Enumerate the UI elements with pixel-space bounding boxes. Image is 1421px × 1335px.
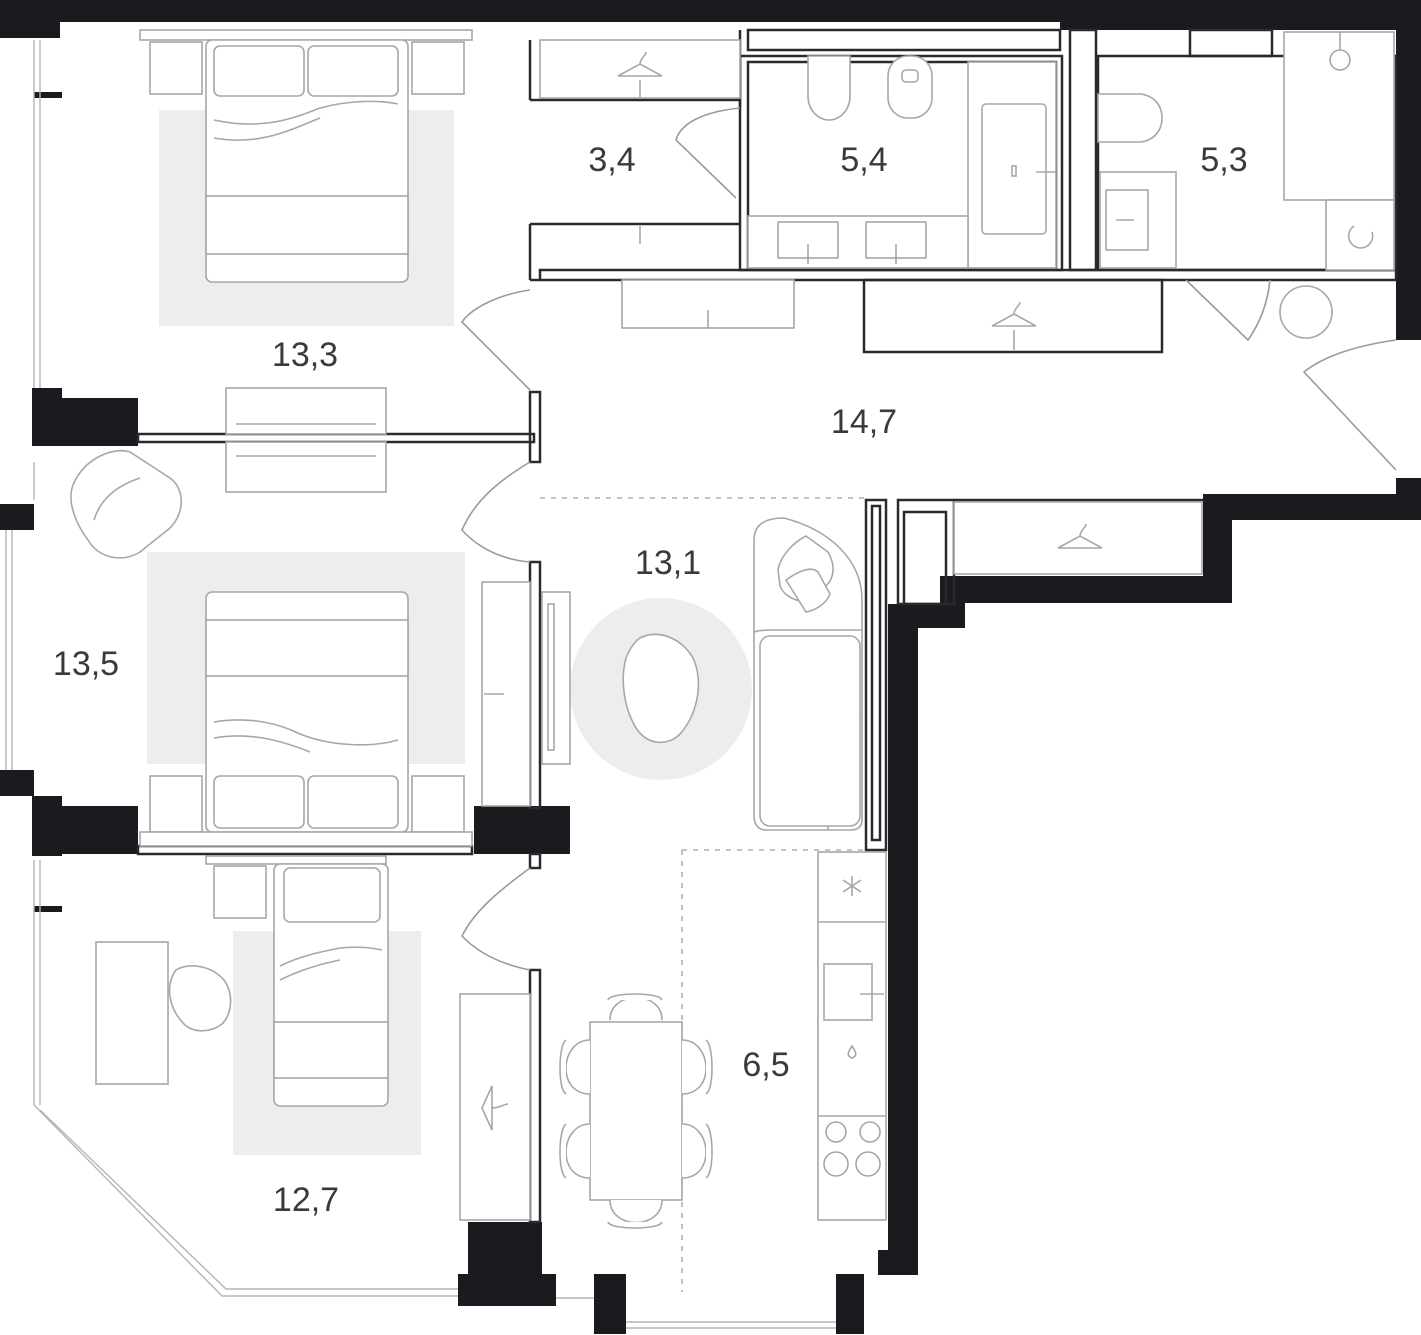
bed-3-foot: [273, 1021, 389, 1079]
desk-chair: [168, 965, 232, 1032]
nightstand-2a: [149, 775, 203, 833]
washing-machine: [1325, 199, 1395, 271]
bidet: [887, 55, 933, 119]
bedroom-1-furniture: [139, 29, 473, 493]
bedroom-3-furniture: [95, 855, 531, 1221]
dining-table: [589, 1021, 683, 1201]
hanger-icon: [1057, 523, 1103, 549]
dresser-2: [225, 441, 387, 493]
headboard-1: [139, 29, 473, 41]
wall-left-4b: [62, 806, 138, 854]
dresser-1: [225, 387, 387, 435]
hallway-furniture: [621, 279, 1203, 575]
bathroom-furniture: [747, 55, 1058, 269]
windows: [5, 40, 836, 1329]
nightstand-1a: [149, 41, 203, 95]
wall-mid-block: [474, 806, 570, 854]
wall-left-small-1: [34, 92, 62, 98]
wall-bottom-block-2: [594, 1274, 626, 1334]
kitchen-furniture: [817, 851, 887, 1221]
wall-left-1b: [62, 398, 138, 446]
wall-bottom-block-1b: [458, 1274, 556, 1306]
wardrobe-furniture: [539, 39, 741, 244]
nightstand-2b: [411, 775, 465, 833]
bed-1-foot: [205, 195, 409, 255]
toilet-wc: [1097, 93, 1163, 143]
outer-wall-right-top: [1396, 30, 1421, 340]
area-label-bedroom-2: 13,5: [53, 645, 119, 683]
wall-left-small-2: [34, 906, 62, 912]
door-entrance: [1302, 339, 1397, 471]
wall-bottom-block-3: [836, 1274, 864, 1334]
nightstand-1b: [411, 41, 465, 95]
door-bedroom-1: [460, 289, 531, 391]
hob-3: [823, 1151, 849, 1177]
bedroom-2-furniture: [70, 450, 531, 847]
door-wc: [1185, 279, 1271, 342]
hob-2: [859, 1121, 881, 1143]
door-wardrobe: [675, 107, 741, 199]
snowflake-icon: [842, 876, 862, 896]
area-labels: 13,3 3,4 5,4 5,3 14,7 13,1 13,5 6,5 12,7: [53, 141, 1248, 1219]
nightstand-3: [213, 865, 267, 919]
wc-furniture: [1097, 31, 1395, 339]
pillow-1b: [307, 45, 399, 97]
area-label-hallway: 14,7: [831, 403, 897, 441]
dining-furniture: [559, 993, 713, 1229]
wall-left-1: [32, 388, 62, 446]
armchair: [70, 450, 183, 559]
area-label-kitchen: 6,5: [742, 1046, 789, 1084]
pillow-2b: [307, 775, 399, 829]
hanger-icon: [481, 1085, 509, 1131]
area-label-bedroom-1: 13,3: [272, 336, 338, 374]
area-label-living-room: 13,1: [635, 544, 701, 582]
pillow-1a: [213, 45, 305, 97]
bed-2-foot: [205, 619, 409, 677]
drop-icon: [847, 1044, 857, 1059]
door-bedroom-2: [461, 461, 531, 563]
hob-1: [825, 1121, 847, 1143]
door-bedroom-3: [461, 867, 531, 971]
hob-4: [855, 1151, 881, 1177]
area-label-bathroom: 5,4: [840, 141, 887, 179]
living-furniture: [541, 517, 863, 831]
spin-icon: [1347, 225, 1374, 249]
tv-unit: [541, 591, 571, 765]
toilet-bath: [807, 55, 851, 121]
area-label-wc-laundry: 5,3: [1200, 141, 1247, 179]
wall-left-4: [32, 796, 62, 856]
hanger-icon: [617, 51, 663, 77]
area-label-bedroom-3: 12,7: [273, 1181, 339, 1219]
outer-wall-right-step: [838, 478, 1421, 1304]
wall-left-2: [0, 504, 34, 530]
hanger-icon: [991, 301, 1037, 327]
area-label-wardrobe: 3,4: [588, 141, 635, 179]
pillow-3: [283, 867, 381, 923]
kitchen-sink: [823, 963, 873, 1021]
doors: [460, 107, 1397, 971]
coffee-table: [622, 633, 700, 744]
desk: [95, 941, 169, 1085]
wall-left-3: [0, 770, 34, 796]
pillow-2a: [213, 775, 305, 829]
boiler: [1279, 285, 1333, 339]
